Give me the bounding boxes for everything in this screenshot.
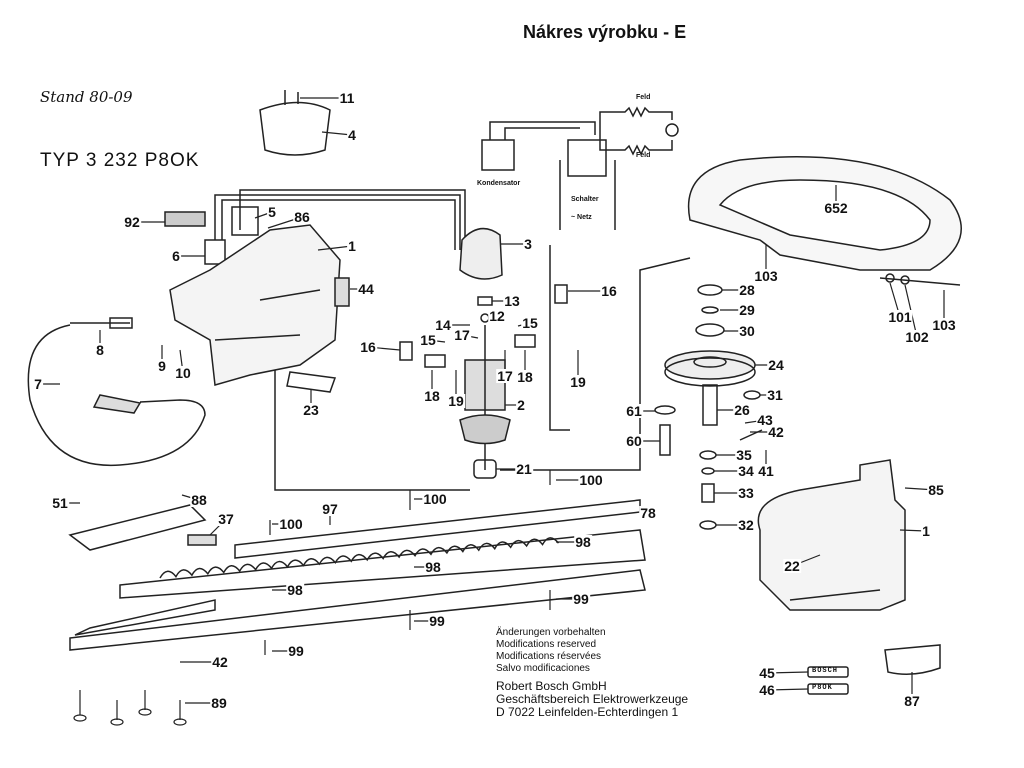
callout-label: 42: [211, 654, 229, 670]
callout-label: 45: [758, 665, 776, 681]
model-nameplate: P8OK: [812, 684, 833, 692]
company-line: Robert Bosch GmbH: [496, 679, 607, 693]
callout-label: 37: [217, 511, 235, 527]
company-address: Robert Bosch GmbH Geschäftsbereich Elekt…: [496, 680, 688, 719]
callout-label: 78: [639, 505, 657, 521]
callout-label: 88: [190, 492, 208, 508]
callout-label: 15: [419, 332, 437, 348]
callout-label: 100: [422, 491, 448, 507]
company-line: D 7022 Leinfelden-Echterdingen 1: [496, 705, 679, 719]
callout-label: 99: [572, 591, 590, 607]
callout-label: 9: [157, 358, 167, 374]
callout-label: 44: [357, 281, 375, 297]
callout-label: 17: [496, 368, 514, 384]
brand-nameplate: BOSCH: [812, 667, 839, 675]
callout-label: 87: [903, 693, 921, 709]
note-line: Salvo modificaciones: [496, 663, 590, 674]
callout-label: 98: [424, 559, 442, 575]
callout-label: 98: [574, 534, 592, 550]
callout-label: 28: [738, 282, 756, 298]
callout-label: 92: [123, 214, 141, 230]
type-label: TYP 3 232 P8OK: [40, 150, 200, 171]
callout-label: 97: [321, 501, 339, 517]
callout-label: 7: [33, 376, 43, 392]
callout-label: 30: [738, 323, 756, 339]
callout-label: 46: [758, 682, 776, 698]
callout-label: 89: [210, 695, 228, 711]
wiring: [214, 189, 691, 491]
capacitor-label: Kondensator: [477, 180, 521, 187]
callout-label: 5: [267, 204, 277, 220]
callout-label: 99: [428, 613, 446, 629]
callout-label: 18: [423, 388, 441, 404]
callout-label: 19: [569, 374, 587, 390]
callout-label: 43: [756, 412, 774, 428]
company-line: Geschäftsbereich Elektrowerkzeuge: [496, 692, 689, 706]
callout-label: 103: [931, 317, 957, 333]
callout-label: 60: [625, 433, 643, 449]
note-line: Modifications reserved: [496, 639, 597, 650]
callout-label: 42: [767, 424, 785, 440]
callout-label: 29: [738, 302, 756, 318]
callout-label: 3: [523, 236, 533, 252]
note-line: Änderungen vorbehalten: [496, 627, 606, 638]
callout-label: 652: [823, 200, 849, 216]
callout-label: 4: [347, 127, 357, 143]
mains-label: ~ Netz: [571, 214, 592, 221]
field-label-top: Feld: [636, 94, 651, 101]
callout-label: 35: [735, 447, 753, 463]
callout-label: 99: [287, 643, 305, 659]
callout-label: 16: [359, 339, 377, 355]
callout-label: 100: [578, 472, 604, 488]
blades: [69, 499, 646, 651]
switch-label: Schalter: [571, 196, 599, 203]
revision-stamp: Stand 80-09: [40, 88, 133, 106]
disclaimer-notes: Änderungen vorbehalten Modifications res…: [496, 627, 606, 675]
callout-label: 8: [95, 342, 105, 358]
callout-label: 41: [757, 463, 775, 479]
callout-label: 10: [174, 365, 192, 381]
callout-label: 17: [453, 327, 471, 343]
callout-label: 12: [488, 308, 506, 324]
callout-label: 6: [171, 248, 181, 264]
callout-label: 85: [927, 482, 945, 498]
callout-label: 23: [302, 402, 320, 418]
callout-label: 26: [733, 402, 751, 418]
callout-label: 22: [783, 558, 801, 574]
callout-label: 32: [737, 517, 755, 533]
callout-label: 15: [521, 315, 539, 331]
callout-label: 102: [904, 329, 930, 345]
callout-label: 31: [766, 387, 784, 403]
callout-label: 18: [516, 369, 534, 385]
callout-label: 100: [278, 516, 304, 532]
callout-label: 19: [447, 393, 465, 409]
callout-label: 16: [600, 283, 618, 299]
callout-label: 24: [767, 357, 785, 373]
callout-label: 86: [293, 209, 311, 225]
callout-label: 98: [286, 582, 304, 598]
callout-label: 33: [737, 485, 755, 501]
callout-label: 34: [737, 463, 755, 479]
callout-label: 11: [338, 90, 356, 106]
callout-label: 101: [887, 309, 913, 325]
callout-label: 51: [51, 495, 69, 511]
callout-label: 61: [625, 403, 643, 419]
callout-label: 14: [434, 317, 452, 333]
note-line: Modifications réservées: [496, 651, 602, 662]
circuit-diagram: [481, 106, 679, 230]
callout-label: 1: [921, 523, 931, 539]
callout-label: 13: [503, 293, 521, 309]
callout-label: 1: [347, 238, 357, 254]
callout-label: 2: [516, 397, 526, 413]
callout-label: 21: [515, 461, 533, 477]
callout-label: 103: [753, 268, 779, 284]
page-title: Nákres výrobku - E: [523, 22, 687, 42]
field-label-bottom: Feld: [636, 152, 651, 159]
